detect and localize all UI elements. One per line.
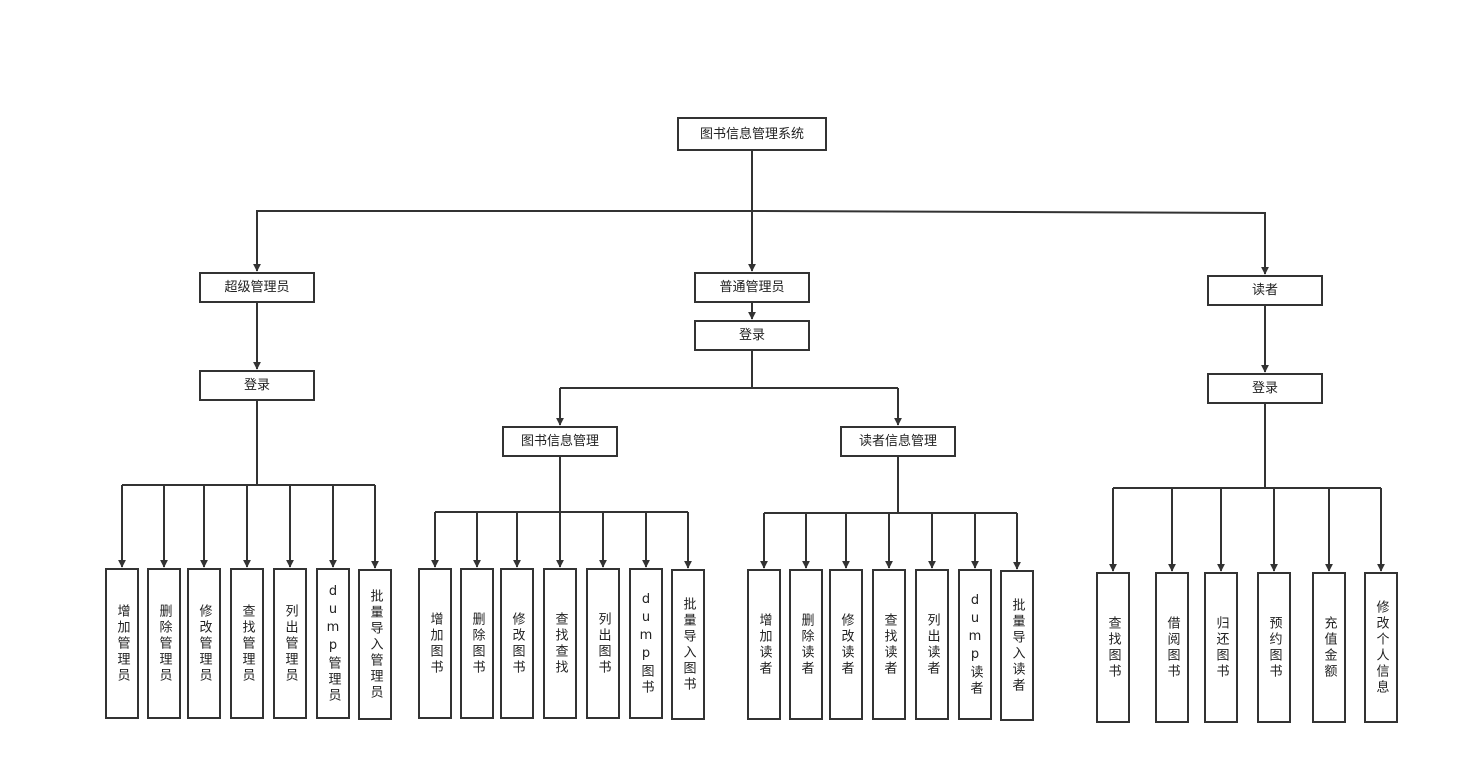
super-admin-login-node: 登录	[199, 370, 315, 401]
reader-mgmt-action: 增加读者	[747, 569, 781, 720]
reader-management-node: 读者信息管理	[840, 426, 956, 457]
reader-action: 充值金额	[1312, 572, 1346, 723]
book-management-node: 图书信息管理	[502, 426, 618, 457]
admin-node: 普通管理员	[694, 272, 810, 303]
reader-mgmt-action: 查找读者	[872, 569, 906, 720]
book-action: 批量导入图书	[671, 569, 705, 720]
reader-action: 修改个人信息	[1364, 572, 1398, 723]
book-action: 增加图书	[418, 568, 452, 719]
super-admin-action: dump管理员	[316, 568, 350, 719]
book-action: 列出图书	[586, 568, 620, 719]
book-action: 修改图书	[500, 568, 534, 719]
reader-action: 归还图书	[1204, 572, 1238, 723]
super-admin-action: 修改管理员	[187, 568, 221, 719]
reader-action: 借阅图书	[1155, 572, 1189, 723]
super-admin-node: 超级管理员	[199, 272, 315, 303]
admin-login-node: 登录	[694, 320, 810, 351]
super-admin-action: 查找管理员	[230, 568, 264, 719]
reader-login-node: 登录	[1207, 373, 1323, 404]
reader-action: 预约图书	[1257, 572, 1291, 723]
reader-node: 读者	[1207, 275, 1323, 306]
super-admin-action: 增加管理员	[105, 568, 139, 719]
book-action: 删除图书	[460, 568, 494, 719]
super-admin-action: 批量导入管理员	[358, 569, 392, 720]
super-admin-action: 列出管理员	[273, 568, 307, 719]
reader-mgmt-action: 批量导入读者	[1000, 570, 1034, 721]
reader-mgmt-action: dump读者	[958, 569, 992, 720]
book-action: dump图书	[629, 568, 663, 719]
reader-mgmt-action: 列出读者	[915, 569, 949, 720]
super-admin-action: 删除管理员	[147, 568, 181, 719]
root-node: 图书信息管理系统	[677, 117, 827, 151]
reader-mgmt-action: 修改读者	[829, 569, 863, 720]
reader-action: 查找图书	[1096, 572, 1130, 723]
reader-mgmt-action: 删除读者	[789, 569, 823, 720]
book-action: 查找查找	[543, 568, 577, 719]
